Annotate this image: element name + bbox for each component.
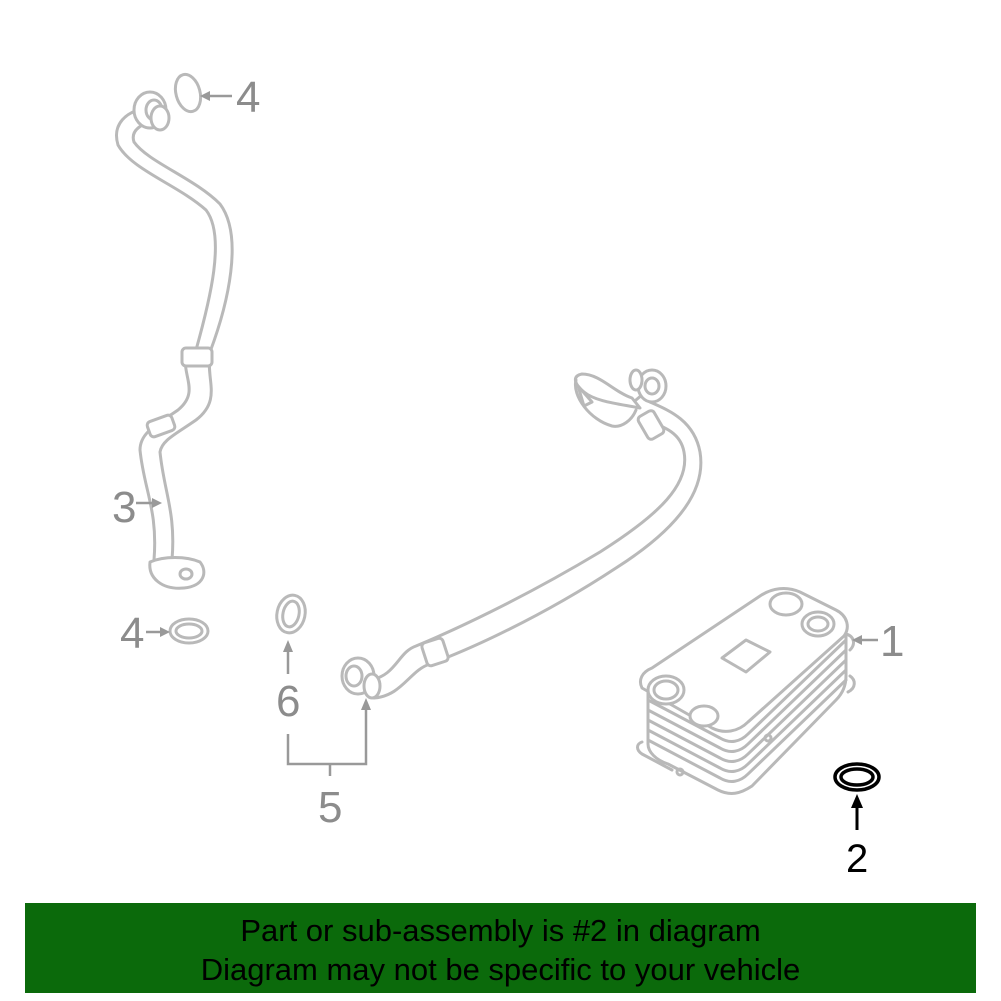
o-ring-6[interactable]	[273, 593, 308, 674]
parts-diagram: 4 3 4 6	[112, 72, 904, 881]
callout-5: 5	[318, 783, 342, 832]
coolant-pipe-5[interactable]	[340, 368, 703, 700]
o-ring-4-top[interactable]	[171, 72, 232, 115]
callout-6: 6	[276, 677, 300, 726]
callout-1: 1	[880, 617, 904, 666]
callout-4-bottom: 4	[120, 609, 144, 658]
seal-2-highlighted[interactable]	[833, 762, 881, 830]
leader-1	[852, 635, 878, 645]
banner-line-2: Diagram may not be specific to your vehi…	[200, 952, 801, 987]
callout-4-top: 4	[236, 73, 260, 122]
info-banner: Part or sub-assembly is #2 in diagram Di…	[25, 903, 976, 993]
leader-3	[136, 498, 162, 508]
o-ring-4-bottom[interactable]	[146, 617, 210, 645]
callout-3: 3	[112, 483, 136, 532]
coolant-pipe-3[interactable]	[115, 90, 234, 590]
callout-2: 2	[846, 837, 868, 881]
oil-cooler-1[interactable]	[636, 587, 856, 795]
leader-5	[286, 698, 371, 776]
banner-line-1: Part or sub-assembly is #2 in diagram	[240, 913, 761, 948]
